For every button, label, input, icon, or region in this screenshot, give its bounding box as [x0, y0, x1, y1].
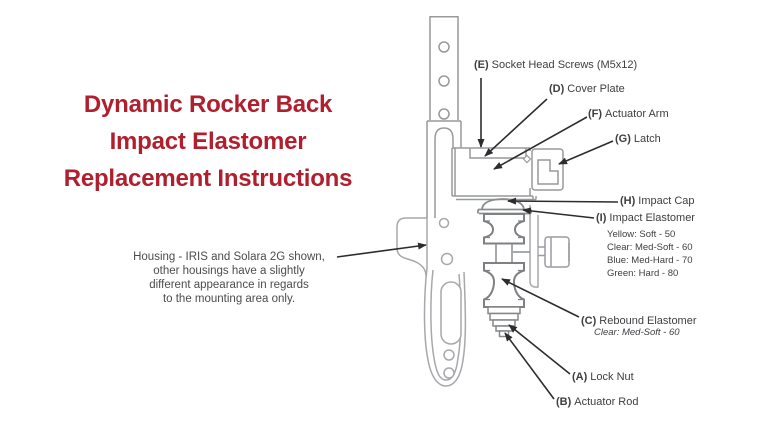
title-line-1: Dynamic Rocker Back — [83, 91, 333, 118]
actuator-neck — [495, 243, 530, 263]
cover-screw-hole — [522, 154, 532, 164]
arrow-b — [504, 332, 555, 400]
housing-note: Housing - IRIS and Solara 2G shown, othe… — [133, 251, 325, 305]
arrow-c — [501, 278, 580, 318]
lower-cane — [423, 218, 467, 387]
callout-c: (C)Rebound Elastomer — [581, 315, 697, 327]
arrow-d — [484, 98, 548, 157]
arrow-housing — [336, 242, 427, 258]
callout-a: (A)Lock Nut — [572, 371, 634, 383]
rebound-elastomer-durometer: Clear: Med-Soft - 60 — [594, 327, 680, 338]
callout-e: (E)Socket Head Screws (M5x12) — [474, 59, 638, 71]
lock-nut — [487, 306, 521, 332]
arrow-f — [493, 116, 588, 170]
callout-g: (G)Latch — [615, 133, 661, 145]
impact-elastomer-durometer-list: Yellow: Soft - 50 Clear: Med-Soft - 60 B… — [607, 229, 693, 279]
cover-plate-block — [451, 147, 537, 201]
arrow-g — [558, 140, 614, 165]
title-line-2: Impact Elastomer — [109, 128, 307, 155]
page-title: Dynamic Rocker Back Impact Elastomer Rep… — [28, 86, 388, 197]
callout-arrows — [336, 78, 619, 400]
title-line-3: Replacement Instructions — [63, 165, 353, 192]
arrow-i — [522, 207, 595, 219]
mounting-rail — [426, 16, 462, 218]
rebound-elastomer — [483, 262, 525, 308]
arrow-a — [508, 324, 571, 375]
tension-knob — [538, 236, 570, 268]
housing-plate — [396, 205, 539, 288]
arrow-h — [507, 197, 619, 205]
callout-b: (B)Actuator Rod — [556, 396, 639, 408]
callout-h: (H)Impact Cap — [620, 195, 695, 207]
callout-d: (D)Cover Plate — [549, 83, 625, 95]
impact-elastomer — [483, 213, 525, 245]
callout-f: (F)Actuator Arm — [588, 108, 669, 120]
callout-i: (I)Impact Elastomer — [596, 212, 695, 224]
latch — [531, 148, 564, 191]
